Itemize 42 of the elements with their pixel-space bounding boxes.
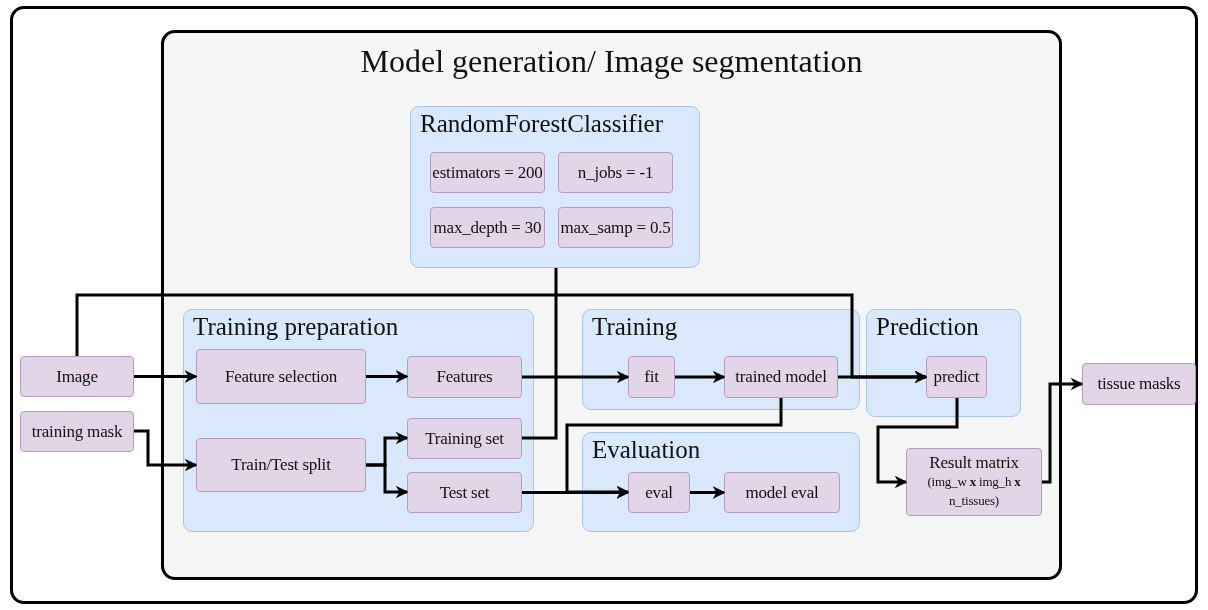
process-box: n_jobs = -1 bbox=[558, 152, 673, 193]
arrow bbox=[565, 398, 783, 499]
process-box: Features bbox=[407, 356, 522, 398]
process-box: model eval bbox=[724, 472, 840, 513]
group-title: Model generation/ Image segmentation bbox=[359, 43, 864, 80]
process-box: Feature selection bbox=[196, 349, 366, 404]
process-box: training mask bbox=[20, 411, 134, 452]
process-box: predict bbox=[926, 356, 987, 398]
arrow bbox=[675, 370, 726, 384]
process-box: estimators = 200 bbox=[430, 152, 545, 193]
process-box: tissue masks bbox=[1082, 363, 1196, 405]
arrow bbox=[1042, 377, 1084, 484]
process-box: Image bbox=[20, 356, 134, 397]
arrow bbox=[690, 486, 726, 499]
group-panel bbox=[410, 106, 700, 268]
group-title: Training preparation bbox=[193, 313, 399, 341]
arrow bbox=[134, 429, 198, 472]
arrow bbox=[366, 463, 409, 499]
container-panel bbox=[161, 30, 1062, 580]
group-panel bbox=[866, 309, 1021, 417]
arrow bbox=[522, 486, 630, 499]
group-panel bbox=[582, 309, 860, 410]
process-box: max_samp = 0.5 bbox=[558, 207, 673, 248]
process-box: Result matrix (img_w x img_h x n_tissues) bbox=[906, 448, 1042, 516]
arrow bbox=[876, 398, 959, 489]
group-panel bbox=[183, 309, 534, 532]
process-box: trained model bbox=[724, 356, 838, 398]
group-title: Training bbox=[592, 313, 678, 341]
arrow bbox=[838, 370, 928, 384]
arrow bbox=[366, 370, 409, 383]
group-panel bbox=[582, 432, 860, 532]
process-box: max_depth = 30 bbox=[430, 207, 545, 248]
process-box: Train/Test split bbox=[196, 438, 366, 492]
arrow bbox=[522, 370, 630, 384]
group-title: Evaluation bbox=[592, 436, 701, 464]
group-title: Prediction bbox=[876, 313, 979, 341]
process-box: Test set bbox=[407, 472, 522, 513]
arrow bbox=[134, 370, 198, 383]
group-title: RandomForestClassifier bbox=[420, 110, 664, 138]
process-box: fit bbox=[628, 356, 675, 398]
process-box: eval bbox=[628, 472, 690, 513]
process-box: Training set bbox=[407, 418, 522, 459]
